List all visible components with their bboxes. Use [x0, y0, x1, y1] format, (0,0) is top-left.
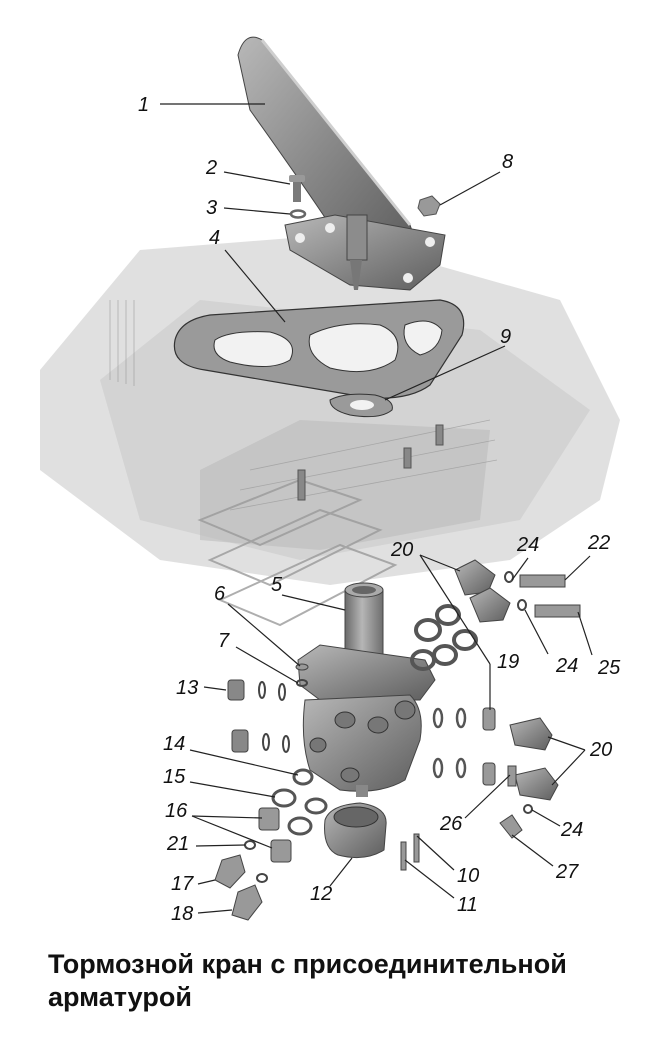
leader-lines [160, 103, 593, 914]
callout-9: 9 [500, 326, 511, 348]
screw-part [295, 663, 309, 671]
callout-19: 19 [497, 651, 519, 673]
callout-20-right: 20 [589, 739, 612, 761]
bolt-part [289, 175, 305, 202]
callout-24-mid: 24 [555, 655, 578, 677]
callout-10: 10 [457, 865, 479, 887]
washer-part [289, 209, 307, 219]
callout-labels: 1 2 3 4 5 6 7 8 9 10 11 12 13 14 15 16 1… [138, 94, 621, 925]
watermark-logo [197, 478, 398, 627]
callout-5: 5 [271, 574, 283, 596]
callout-13: 13 [176, 677, 198, 699]
nut-part [417, 195, 441, 217]
callout-8: 8 [502, 151, 513, 173]
callout-4: 4 [209, 227, 220, 249]
gasket-small [329, 393, 393, 418]
left-fittings [214, 679, 328, 921]
callout-6: 6 [214, 583, 226, 605]
callout-12: 12 [310, 883, 332, 905]
callout-21: 21 [166, 833, 189, 855]
callout-2: 2 [205, 157, 217, 179]
callout-17: 17 [171, 873, 194, 895]
callout-16: 16 [165, 800, 188, 822]
caption-line-1: Тормозной кран с присоединительной [48, 949, 567, 979]
callout-24-low: 24 [560, 819, 583, 841]
brake-valve-body [297, 582, 436, 797]
pedal-base-plate [284, 214, 446, 291]
exploded-assembly-diagram: 1 2 3 4 5 6 7 8 9 10 11 12 13 14 15 16 1… [40, 36, 621, 925]
callout-18: 18 [171, 903, 193, 925]
callout-11: 11 [457, 894, 478, 916]
callout-26: 26 [439, 813, 463, 835]
callout-20-top: 20 [390, 539, 413, 561]
callout-24-top: 24 [516, 534, 539, 556]
callout-15: 15 [163, 766, 186, 788]
callout-1: 1 [138, 94, 149, 116]
callout-14: 14 [163, 733, 185, 755]
callout-7: 7 [218, 630, 230, 652]
callout-3: 3 [206, 197, 217, 219]
callout-22: 22 [587, 532, 610, 554]
callout-25: 25 [597, 657, 621, 679]
right-fittings [410, 559, 581, 839]
figure-caption: Тормозной кран с присоединительной армат… [48, 948, 648, 1014]
screws-small [400, 833, 420, 871]
floor-plate-background [40, 235, 620, 585]
gasket-large [173, 299, 465, 399]
callout-27: 27 [555, 861, 579, 883]
cap-part [324, 802, 387, 859]
caption-line-2: арматурой [48, 982, 192, 1012]
mounting-studs [297, 424, 444, 501]
